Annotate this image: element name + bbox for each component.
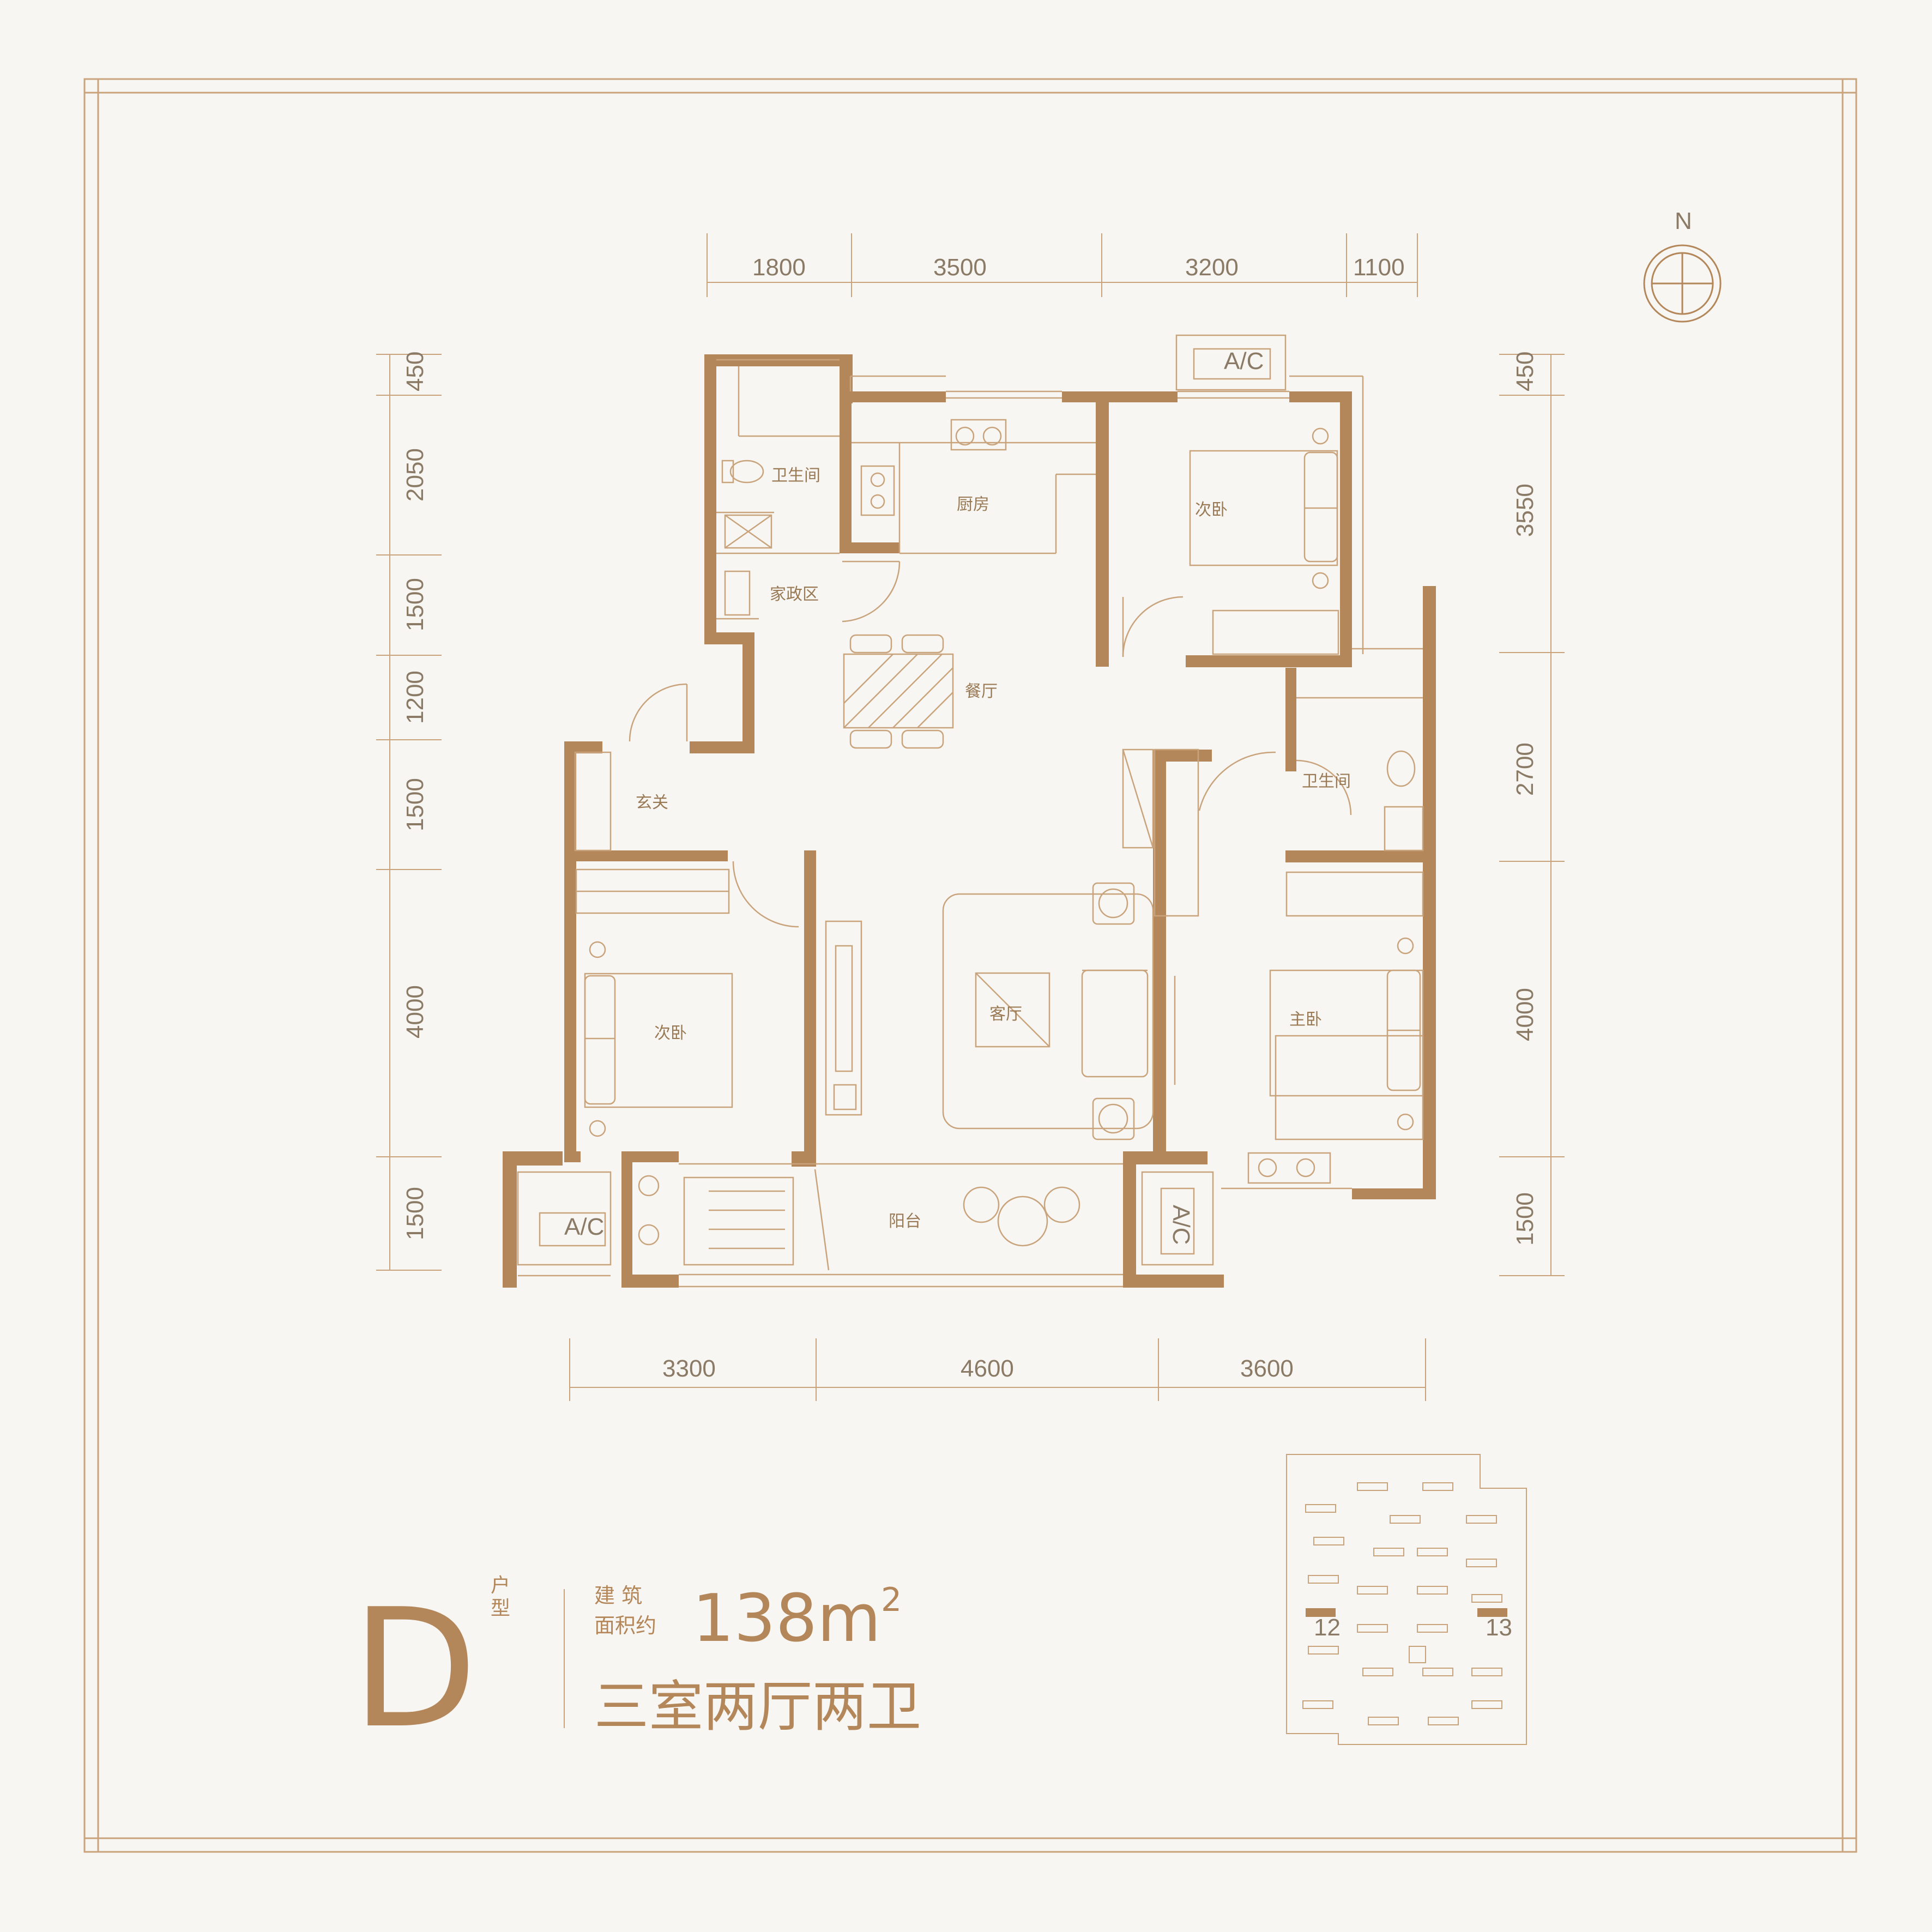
room-bathroom-1: 卫生间: [771, 466, 820, 485]
walls: [503, 354, 1436, 1288]
room-bathroom-2: 卫生间: [1302, 772, 1351, 791]
site-marker-12: 12: [1314, 1614, 1341, 1641]
dim-top-2: 3500: [933, 254, 987, 281]
dim-top-3: 3200: [1185, 254, 1239, 281]
ac-label-north: A/C: [1224, 348, 1264, 375]
room-housekeeping: 家政区: [770, 585, 819, 604]
dim-left-5: 1500: [402, 778, 428, 831]
dim-left-7: 1500: [402, 1187, 428, 1240]
interior-lines: [517, 334, 1424, 1288]
ac-labels: A/C A/C A/C: [564, 348, 1264, 1245]
dim-left-1: 450: [402, 352, 428, 391]
room-bedroom-north: 次卧: [1195, 500, 1228, 520]
area-label-line2: 面积约: [594, 1614, 656, 1638]
dim-right-2: 3550: [1512, 484, 1538, 537]
dim-right-3: 2700: [1512, 742, 1538, 796]
room-living: 客厅: [989, 1005, 1022, 1024]
area-value: 138m2: [692, 1581, 902, 1657]
room-balcony: 阳台: [889, 1212, 921, 1231]
dim-left-6: 4000: [402, 985, 428, 1039]
dim-left-4: 1200: [402, 671, 428, 724]
dim-top-1: 1800: [752, 254, 806, 281]
dimension-lines: [376, 233, 1565, 1401]
layout-description: 三室两厅两卫: [594, 1675, 921, 1738]
dim-top-4: 1100: [1353, 254, 1405, 281]
dim-right-4: 4000: [1512, 988, 1538, 1041]
dim-left-3: 1500: [402, 578, 428, 631]
right-dimension-labels: 450 3550 2700 4000 1500: [1512, 352, 1538, 1246]
room-master-bedroom: 主卧: [1289, 1010, 1322, 1029]
left-dimension-labels: 450 2050 1500 1200 1500 4000 1500: [402, 352, 428, 1240]
room-kitchen: 厨房: [957, 495, 989, 514]
room-bedroom-west: 次卧: [654, 1024, 687, 1043]
unit-info: D 户 型 建 筑 面积约 138m2 三室两厅两卫: [352, 1574, 921, 1764]
area-label-line1: 建 筑: [594, 1584, 642, 1608]
room-entry: 玄关: [636, 793, 668, 812]
dim-right-1: 450: [1512, 352, 1538, 391]
dim-right-5: 1500: [1512, 1192, 1538, 1246]
ac-label-east: A/C: [1168, 1205, 1194, 1245]
dim-bottom-2: 4600: [961, 1355, 1014, 1382]
unit-type-suffix-2: 型: [491, 1597, 510, 1620]
page-frame: [83, 78, 1857, 1853]
room-dining: 餐厅: [965, 682, 998, 701]
dim-bottom-1: 3300: [662, 1355, 716, 1382]
ac-label-west: A/C: [564, 1213, 604, 1240]
unit-type-letter: D: [352, 1574, 478, 1764]
north-compass-icon: [1643, 244, 1722, 323]
dim-bottom-3: 3600: [1240, 1355, 1294, 1382]
dim-left-2: 2050: [402, 448, 428, 502]
site-plan-map: [1286, 1454, 1527, 1745]
room-labels: 卫生间 厨房 次卧 家政区 餐厅 卫生间 玄关 次卧 客厅 主卧 阳台: [636, 466, 1351, 1231]
unit-type-suffix-1: 户: [491, 1574, 510, 1597]
site-marker-13: 13: [1486, 1614, 1512, 1641]
compass-label: N: [1675, 208, 1692, 234]
